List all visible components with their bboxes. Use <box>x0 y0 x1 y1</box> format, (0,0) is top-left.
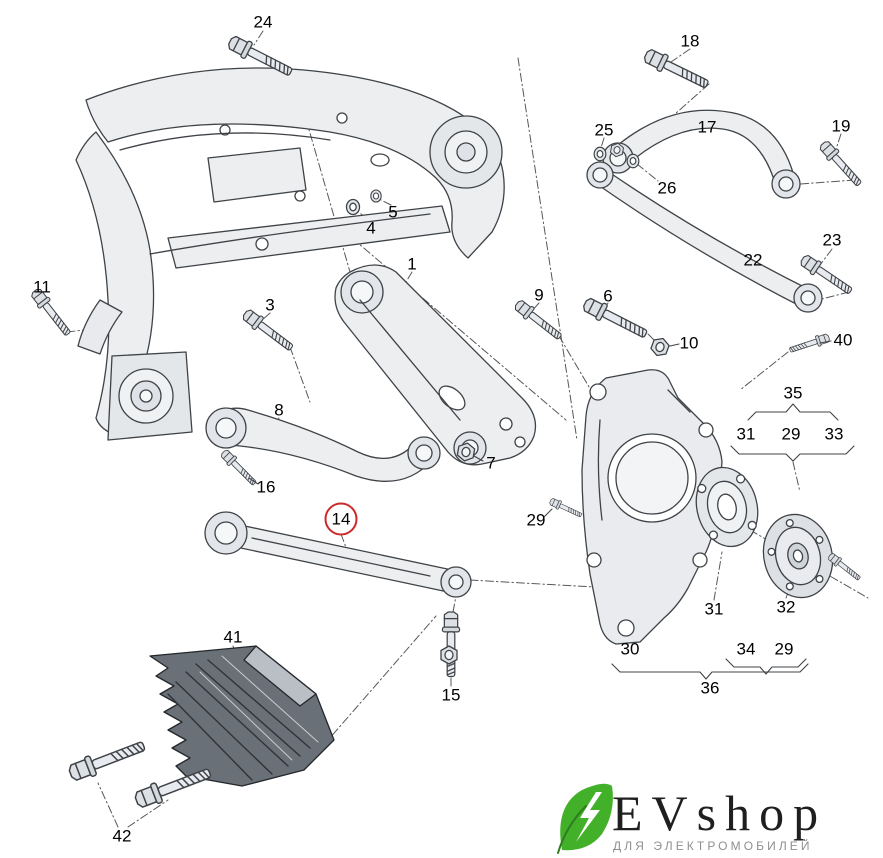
callout-17[interactable]: 17 <box>697 117 717 137</box>
callout-6[interactable]: 6 <box>603 286 613 306</box>
callout-5[interactable]: 5 <box>388 202 398 222</box>
logo-tagline: ДЛЯ ЭЛЕКТРОМОБИЛЕЙ <box>613 839 813 853</box>
callout-34[interactable]: 34 <box>736 639 756 659</box>
curved-arm-drawing <box>205 407 441 482</box>
callout-15[interactable]: 15 <box>441 685 461 705</box>
callout-7[interactable]: 7 <box>486 453 496 473</box>
callout-35[interactable]: 35 <box>783 383 803 403</box>
callout-32[interactable]: 32 <box>776 597 796 617</box>
callout-30[interactable]: 30 <box>620 639 640 659</box>
skid-plate-drawing <box>149 645 335 787</box>
callout-8[interactable]: 8 <box>274 400 284 420</box>
logo-leaf-icon <box>557 783 613 854</box>
callout-22[interactable]: 22 <box>743 250 763 270</box>
callout-24[interactable]: 24 <box>253 12 273 32</box>
wheel-bearing-drawing <box>695 466 759 548</box>
callout-31-a[interactable]: 31 <box>736 424 756 444</box>
callout-10[interactable]: 10 <box>679 333 699 353</box>
callout-42[interactable]: 42 <box>112 826 132 846</box>
callout-26[interactable]: 26 <box>657 178 677 198</box>
callout-1[interactable]: 1 <box>407 254 417 274</box>
callout-25[interactable]: 25 <box>594 120 614 140</box>
subframe-drawing <box>75 67 505 441</box>
callout-23[interactable]: 23 <box>822 230 842 250</box>
callout-29-a[interactable]: 29 <box>781 424 801 444</box>
logo-wordmark: EVshop <box>612 785 828 841</box>
label-ticks <box>248 340 832 518</box>
grouping-brackets <box>611 403 855 680</box>
callout-9[interactable]: 9 <box>534 285 544 305</box>
callout-18[interactable]: 18 <box>680 31 700 51</box>
callout-31-b[interactable]: 31 <box>704 599 724 619</box>
callout-16[interactable]: 16 <box>256 477 276 497</box>
callout-29-b[interactable]: 29 <box>526 510 546 530</box>
tie-link-drawing <box>586 161 823 313</box>
callout-36[interactable]: 36 <box>700 678 720 698</box>
callout-19[interactable]: 19 <box>831 116 851 136</box>
callout-14-highlighted[interactable]: 14 <box>324 502 358 536</box>
callout-40[interactable]: 40 <box>833 330 853 350</box>
callout-41[interactable]: 41 <box>223 627 243 647</box>
callout-3[interactable]: 3 <box>265 295 275 315</box>
callout-29-c[interactable]: 29 <box>774 639 794 659</box>
straight-link-drawing <box>204 511 472 598</box>
callout-11[interactable]: 11 <box>33 277 51 297</box>
wheel-hub-drawing <box>762 513 834 599</box>
callout-33[interactable]: 33 <box>824 424 844 444</box>
knuckle-drawing <box>581 369 723 645</box>
callout-4[interactable]: 4 <box>366 218 376 238</box>
upper-control-arm-drawing <box>334 264 537 466</box>
